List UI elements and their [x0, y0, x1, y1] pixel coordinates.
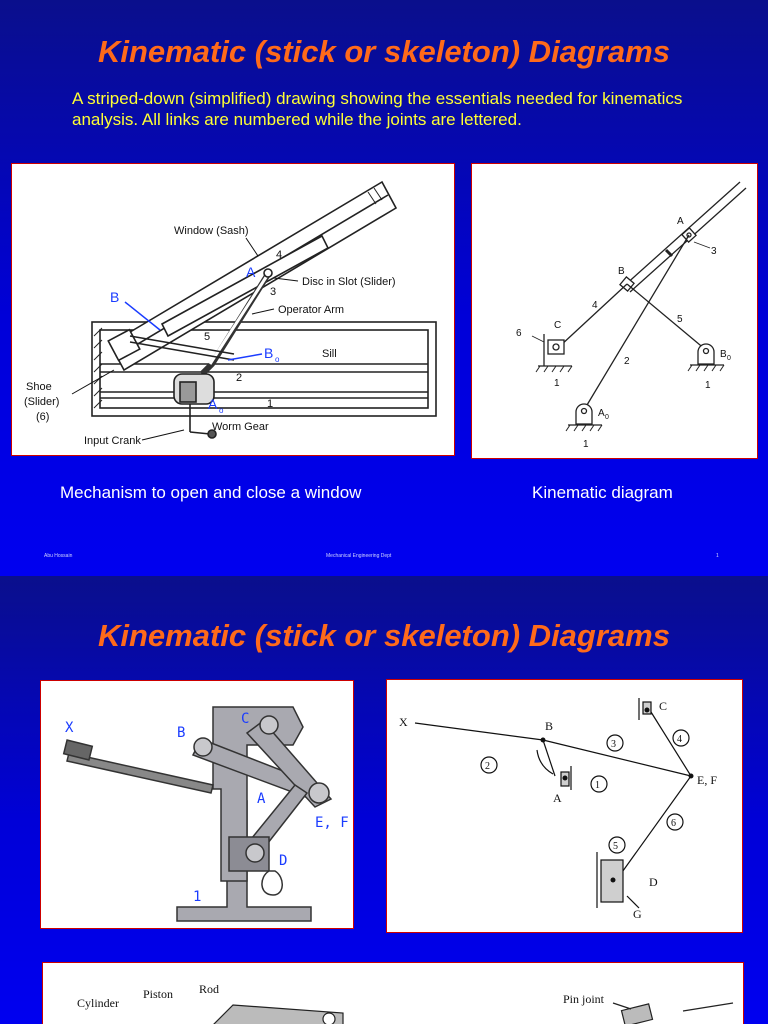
label-2: 2	[236, 372, 242, 384]
label-shoe: Shoe	[26, 381, 52, 393]
label-1: 1	[267, 398, 273, 410]
slide-2-title: Kinematic (stick or skeleton) Diagrams	[98, 618, 670, 653]
skel-circle-6: 6	[671, 818, 676, 829]
skel-circle-2: 2	[485, 761, 490, 772]
caption-kinematic-diagram: Kinematic diagram	[532, 483, 673, 502]
jack-label-1: 1	[193, 889, 201, 905]
label-5: 5	[204, 331, 210, 343]
skel-circle-1: 1	[595, 780, 600, 791]
kin-label-6: 6	[516, 328, 522, 339]
skel-label-X: X	[399, 715, 408, 729]
cylinder-drawing: Cylinder Piston Rod Pin joint	[77, 982, 734, 1024]
label-4: 4	[276, 249, 282, 261]
kin-label-4: 4	[592, 300, 598, 311]
kin-label-5: 5	[677, 314, 683, 325]
label-slider: (Slider)	[24, 396, 59, 408]
skel-label-G: G	[633, 907, 642, 921]
jack-label-D: D	[279, 853, 287, 869]
caption-window-mechanism: Mechanism to open and close a window	[60, 483, 362, 502]
kin-label-B0: B	[720, 349, 727, 360]
cylinder-figure: Cylinder Piston Rod Pin joint	[42, 962, 744, 1024]
jack-label-EF: E, F	[315, 815, 349, 831]
label-operator-arm: Operator Arm	[278, 304, 344, 316]
slide-1-title: Kinematic (stick or skeleton) Diagrams	[98, 34, 670, 69]
kin-label-B: B	[618, 266, 625, 277]
skel-circle-4: 4	[677, 734, 682, 745]
label-A0-sub: o	[219, 406, 224, 415]
label-rod: Rod	[199, 982, 219, 996]
skel-label-C: C	[659, 699, 667, 713]
skel-circle-3: 3	[611, 739, 616, 750]
label-A: A	[246, 264, 256, 280]
jack-label-B: B	[177, 725, 185, 741]
label-B0: B	[264, 345, 273, 361]
label-piston: Piston	[143, 987, 173, 1001]
label-window-sash: Window (Sash)	[174, 225, 249, 237]
window-mechanism-figure: Window (Sash) 4 3 Disc in Slot (Slider) …	[11, 163, 455, 456]
label-sill: Sill	[322, 348, 337, 360]
label-3: 3	[270, 286, 276, 298]
label-pin-joint: Pin joint	[563, 992, 605, 1006]
label-B0-sub: o	[275, 355, 280, 364]
kin-label-A0-sub: 0	[605, 414, 609, 421]
jack-mechanism-figure: X B C A E, F D 1	[40, 680, 354, 929]
jack-mechanism-drawing: X B C A E, F D 1	[62, 706, 349, 922]
jack-label-X: X	[65, 720, 74, 736]
jack-label-A: A	[257, 791, 266, 807]
label-input-crank: Input Crank	[84, 435, 141, 447]
footer-department: Mechanical Engineering Dept	[326, 553, 392, 559]
kin-label-1-bottom: 1	[583, 439, 589, 450]
slide-1-intro: A striped-down (simplified) drawing show…	[72, 89, 683, 129]
kin-label-A: A	[677, 216, 684, 227]
label-B: B	[110, 289, 119, 305]
slide-1: Kinematic (stick or skeleton) Diagrams A…	[0, 0, 768, 576]
label-A0: A	[208, 396, 218, 412]
label-cylinder: Cylinder	[77, 996, 119, 1010]
footer-page-number: 1	[716, 553, 719, 559]
skel-label-B: B	[545, 719, 553, 733]
kinematic-diagram-figure: A 3 B 4 5 C 6 2 B 0 A 0 1 1 1	[471, 163, 758, 459]
label-worm-gear: Worm Gear	[212, 421, 269, 433]
kin-label-1-left: 1	[554, 378, 560, 389]
kin-label-B0-sub: 0	[727, 355, 731, 362]
label-6: (6)	[36, 411, 49, 423]
kin-label-3: 3	[711, 246, 717, 257]
kin-label-C: C	[554, 320, 561, 331]
footer-author: Abu Hossain	[44, 553, 73, 559]
jack-label-C: C	[241, 711, 249, 727]
kin-label-1-right: 1	[705, 380, 711, 391]
window-mechanism-drawing: Window (Sash) 4 3 Disc in Slot (Slider) …	[24, 180, 437, 447]
skel-label-A: A	[553, 791, 562, 805]
jack-skeleton-drawing: X B C A E, F D G 1 2 3 4 5 6	[399, 698, 717, 921]
kinematic-diagram-drawing: A 3 B 4 5 C 6 2 B 0 A 0 1 1 1	[516, 181, 747, 450]
skel-label-D: D	[649, 875, 658, 889]
skel-circle-5: 5	[613, 841, 618, 852]
jack-skeleton-figure: X B C A E, F D G 1 2 3 4 5 6	[386, 679, 743, 933]
slide-2: Kinematic (stick or skeleton) Diagrams	[0, 576, 768, 1024]
kin-label-A0: A	[598, 408, 605, 419]
label-disc-in-slot: Disc in Slot (Slider)	[302, 276, 396, 288]
kin-label-2: 2	[624, 356, 630, 367]
skel-label-EF: E, F	[697, 773, 717, 787]
